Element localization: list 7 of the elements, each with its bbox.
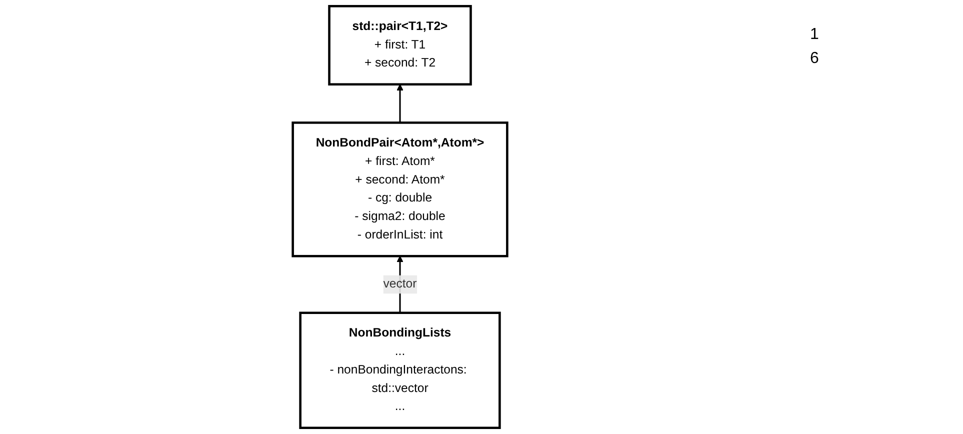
multiplicity-label: 1 (810, 26, 820, 44)
multiplicity-label: 6 (810, 50, 820, 68)
edge-label: vector (383, 278, 417, 291)
node-box: NonBondPair<Atom*,Atom*> + first: Atom* + second: Atom* - cg: double - sigma2: double - orderInList: int (292, 122, 508, 258)
node-box: std::pair<T1,T2> + first: T1 + second: T2 (328, 4, 472, 86)
node-box: NonBondingLists ... - nonBondingInteractons: std::vector ... (299, 312, 501, 430)
arrow (396, 84, 404, 123)
